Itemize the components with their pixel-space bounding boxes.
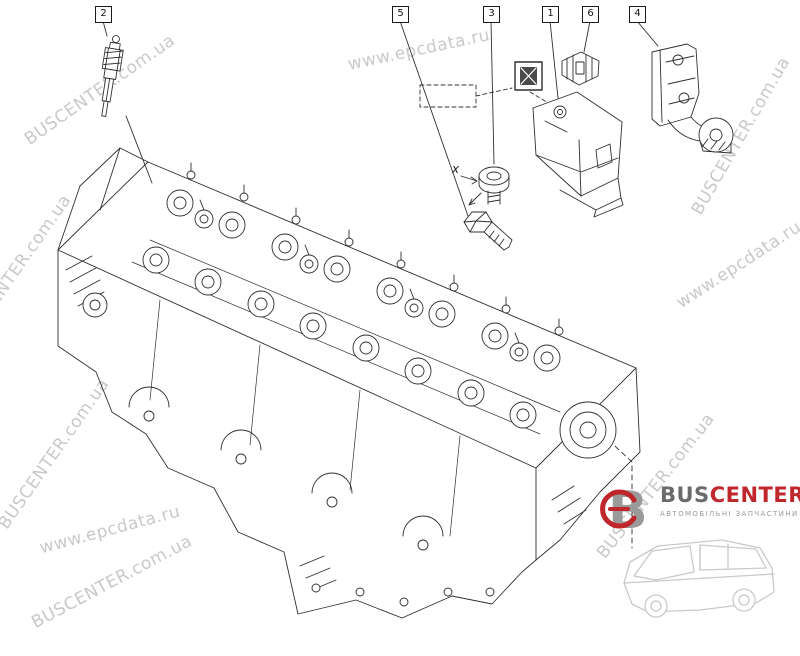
x-marker-label: x bbox=[452, 162, 460, 176]
callout-box-1[interactable]: 1 bbox=[542, 6, 559, 23]
washer-drawing bbox=[468, 166, 510, 206]
dashed-callout-box bbox=[419, 84, 477, 108]
callout-box-6[interactable]: 6 bbox=[582, 6, 599, 23]
connector-icon bbox=[514, 61, 543, 91]
engine-head-drawing bbox=[57, 147, 641, 619]
logo-brand-suffix: CENTER bbox=[709, 483, 800, 507]
callout-box-5[interactable]: 5 bbox=[392, 6, 409, 23]
leader-lines bbox=[102, 20, 659, 549]
clip-drawing bbox=[561, 51, 600, 86]
bracket-drawing bbox=[651, 43, 734, 154]
logo-emblem: B bbox=[600, 481, 648, 541]
callout-box-2[interactable]: 2 bbox=[95, 6, 112, 23]
bolt-drawing bbox=[463, 211, 513, 251]
van-drawing bbox=[623, 539, 775, 618]
x-marker-line bbox=[460, 175, 478, 185]
glow-plug-drawing bbox=[101, 35, 124, 117]
callout-box-3[interactable]: 3 bbox=[483, 6, 500, 23]
logo-wordmark: BUSCENTER bbox=[660, 483, 800, 507]
logo-brand-prefix: BUS bbox=[660, 483, 710, 507]
buscenter-logo[interactable]: BUSCENTER АВТОМОБІЛЬНІ ЗАПЧАСТИНИ bbox=[660, 483, 800, 518]
logo-tagline: АВТОМОБІЛЬНІ ЗАПЧАСТИНИ bbox=[660, 510, 799, 518]
relay-module-drawing bbox=[532, 91, 624, 218]
callout-box-4[interactable]: 4 bbox=[629, 6, 646, 23]
